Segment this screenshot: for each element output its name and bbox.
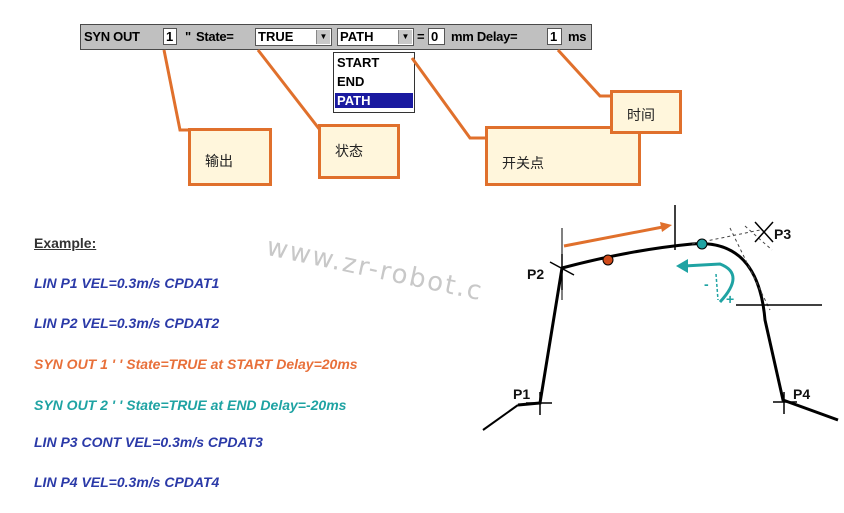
label-p2: P2 — [527, 266, 545, 282]
path-end-segment — [482, 404, 519, 431]
chevron-down-icon[interactable]: ▼ — [316, 30, 330, 44]
code-line: SYN OUT 1 ' ' State=TRUE at START Delay=… — [34, 356, 358, 372]
state-label: State= — [196, 29, 234, 44]
leader-time — [556, 48, 612, 98]
end-switch-point — [696, 238, 708, 250]
start-switch-point — [602, 254, 614, 266]
dropdown-option-end[interactable]: END — [337, 74, 365, 89]
code-line: LIN P1 VEL=0.3m/s CPDAT1 — [34, 275, 220, 291]
leader-state — [256, 49, 322, 131]
code-line: LIN P4 VEL=0.3m/s CPDAT4 — [34, 474, 220, 490]
mm-delay-label: mm Delay= — [451, 29, 518, 44]
path-dropdown-list: START END PATH — [333, 52, 415, 113]
dropdown-option-path[interactable]: PATH — [335, 93, 413, 108]
path-select-value: PATH — [340, 29, 374, 44]
dropdown-option-start[interactable]: START — [337, 55, 380, 70]
callout-output: 输出 — [188, 128, 272, 186]
code-line: LIN P3 CONT VEL=0.3m/s CPDAT3 — [34, 434, 263, 450]
state-select-value: TRUE — [258, 29, 294, 44]
leader-switch-point — [410, 57, 488, 140]
delay-curve-arrow — [683, 262, 735, 304]
state-select[interactable]: TRUE ▼ — [255, 28, 332, 46]
label-p3: P3 — [774, 226, 792, 242]
label-p1: P1 — [513, 386, 531, 402]
delay-input[interactable]: 1 — [547, 28, 562, 45]
syn-out-toolbar: SYN OUT 1 " State= TRUE ▼ PATH ▼ = 0 mm … — [80, 24, 592, 50]
callout-switch-point: 开关点 — [485, 126, 641, 186]
quote-mark: " — [185, 29, 191, 44]
distance-input[interactable]: 0 — [428, 28, 445, 45]
p3-marker-b — [754, 221, 774, 243]
output-number-input[interactable]: 1 — [163, 28, 177, 45]
callout-state: 状态 — [318, 124, 400, 179]
chevron-down-icon[interactable]: ▼ — [398, 30, 412, 44]
label-plus: + — [726, 291, 735, 307]
label-minus: - — [704, 276, 709, 292]
callout-time: 时间 — [610, 90, 682, 134]
code-line: LIN P2 VEL=0.3m/s CPDAT2 — [34, 315, 220, 331]
path-select[interactable]: PATH ▼ — [337, 28, 414, 46]
syn-out-label: SYN OUT — [84, 29, 140, 44]
equals-sign: = — [417, 29, 425, 44]
distance-arrowhead — [660, 222, 672, 232]
distance-arrow — [563, 224, 669, 248]
code-line: SYN OUT 2 ' ' State=TRUE at END Delay=-2… — [34, 397, 347, 413]
delay-tick — [715, 273, 719, 301]
ms-label: ms — [568, 29, 587, 44]
delay-arrowhead — [676, 259, 688, 273]
label-p4: P4 — [793, 386, 811, 402]
example-title: Example: — [34, 235, 97, 251]
leader-output — [162, 49, 190, 132]
